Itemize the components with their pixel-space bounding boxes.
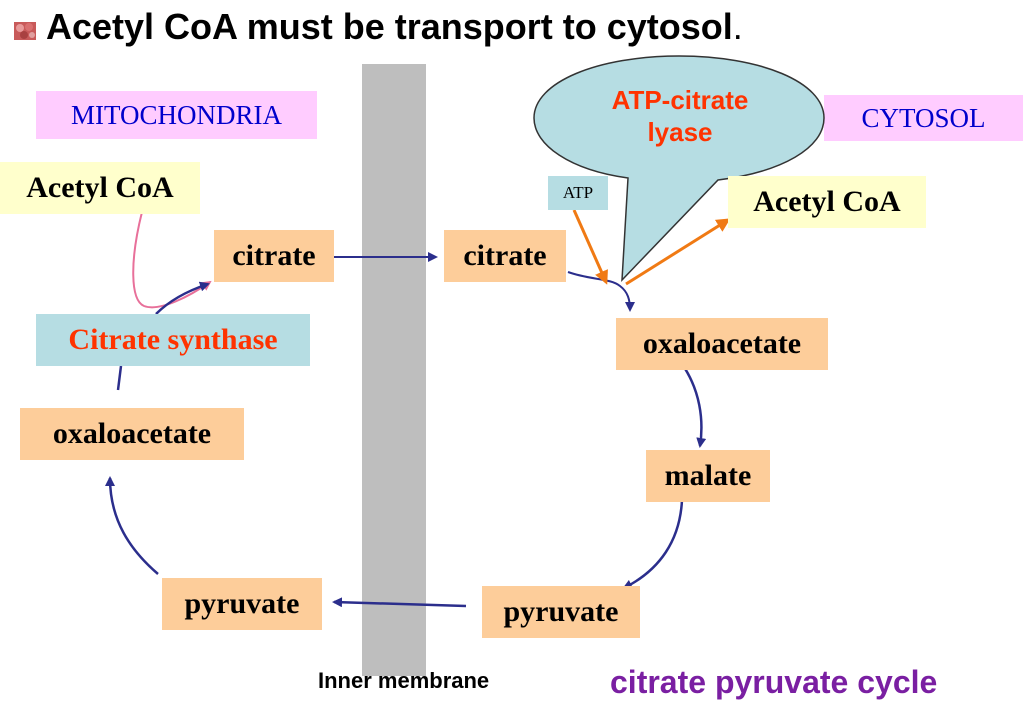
- pyruvate-to-oaa-arrow: [105, 476, 159, 575]
- malate-to-pyruvate-arrow: [622, 499, 684, 590]
- membrane-label: Inner membrane: [318, 668, 490, 693]
- atp-label: ATP: [548, 176, 608, 210]
- mito-acetyl-coa: Acetyl CoA: [0, 162, 200, 214]
- mito-oxaloacetate: oxaloacetate: [20, 408, 244, 460]
- atp-arrow: [572, 209, 608, 285]
- cyto-oxaloacetate: oxaloacetate: [616, 318, 828, 370]
- synthase-to-citrate-arrow: [155, 281, 210, 315]
- oaa-to-malate-arrow: [680, 363, 707, 448]
- cyto-pyruvate: pyruvate: [482, 586, 640, 638]
- cycle-label: citrate pyruvate cycle: [610, 664, 938, 700]
- oaa-to-synthase-line: [116, 365, 123, 391]
- citrate-synthase: Citrate synthase: [36, 314, 310, 366]
- page-title: Acetyl CoA must be transport to cytosol.: [46, 6, 743, 47]
- inner-membrane: [362, 64, 426, 676]
- bullet-icon: [14, 22, 36, 40]
- cyto-acetyl-coa: Acetyl CoA: [728, 176, 926, 228]
- citrate-to-oaa-arrow: [567, 271, 635, 312]
- cytosol-label: CYTOSOL: [824, 95, 1023, 141]
- acetyl-coa-release-arrow: [625, 218, 731, 286]
- mitochondria-label: MITOCHONDRIA: [36, 91, 317, 139]
- pyruvate-transport-arrow: [332, 597, 467, 608]
- enzyme-callout-balloon: [533, 55, 825, 282]
- cyto-malate: malate: [646, 450, 770, 502]
- mito-pyruvate: pyruvate: [162, 578, 322, 630]
- enzyme-callout-text: ATP-citrate lyase: [611, 85, 749, 147]
- mito-citrate: citrate: [214, 230, 334, 282]
- cyto-citrate: citrate: [444, 230, 566, 282]
- acetyl-coa-to-synthase-arrow: [132, 211, 212, 309]
